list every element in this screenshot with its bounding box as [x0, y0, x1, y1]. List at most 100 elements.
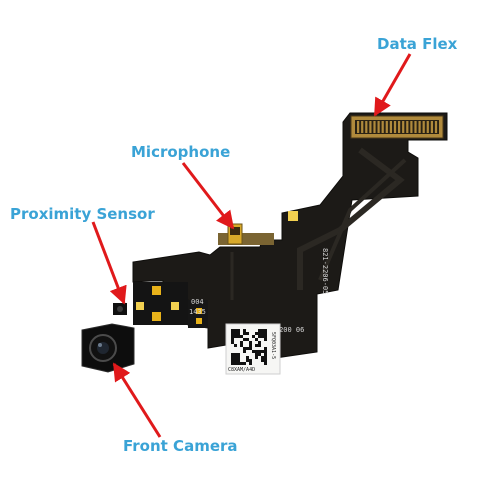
qr-cell [234, 344, 237, 347]
proximity-sensor-label: Proximity Sensor [10, 205, 155, 223]
data-flex-arrow [373, 53, 412, 117]
qr-cell [234, 332, 237, 335]
qr-cell [243, 350, 246, 353]
qr-cell [258, 335, 261, 338]
qr-cell [231, 359, 234, 362]
contact-pad [196, 308, 202, 314]
qr-cell [264, 335, 267, 338]
qr-cell [237, 332, 240, 335]
qr-cell [234, 353, 237, 356]
qr-cell [231, 338, 234, 341]
contact-pad [196, 318, 202, 324]
qr-cell [264, 332, 267, 335]
connector-pin [381, 121, 384, 133]
front-camera-arrow [112, 362, 162, 438]
qr-cell [243, 329, 246, 332]
contact-pad [152, 312, 161, 321]
qr-cell [231, 335, 234, 338]
microphone-module [230, 227, 240, 235]
qr-cell [240, 335, 243, 338]
qr-cell [255, 356, 258, 359]
qr-cell [246, 347, 249, 350]
connector-pin [398, 121, 401, 133]
qr-cell [243, 332, 246, 335]
qr-cell [243, 347, 246, 350]
qr-cell [231, 356, 234, 359]
qr-cell [255, 332, 258, 335]
data-flex-label: Data Flex [377, 35, 458, 53]
qr-cell [246, 356, 249, 359]
connector-pin [422, 121, 425, 133]
connector-pins [357, 121, 438, 133]
qr-cell [231, 341, 234, 344]
qr-cell [252, 335, 255, 338]
qr-cell [255, 353, 258, 356]
qr-cell [246, 338, 249, 341]
connector-pin [369, 121, 372, 133]
qr-cell [234, 356, 237, 359]
microphone-arrow [181, 162, 235, 230]
qr-cell [243, 338, 246, 341]
qr-cell [246, 359, 249, 362]
contact-pad [288, 211, 298, 221]
qr-cell [246, 332, 249, 335]
qr-cell [264, 353, 267, 356]
qr-cell [237, 359, 240, 362]
qr-cell [249, 344, 252, 347]
flex-cable-assembly: 004 1435 821-2206-05 821 2200 06 5FQ03A1… [81, 112, 448, 375]
qr-cell [261, 332, 264, 335]
sticker-code: C8XAM/A4D [228, 367, 255, 373]
connector-pin [406, 121, 409, 133]
connector-pin [385, 121, 388, 133]
qr-cell [231, 332, 234, 335]
qr-cell [261, 356, 264, 359]
contact-pad [171, 302, 179, 310]
connector-pin [393, 121, 397, 133]
connector-pin [434, 121, 438, 133]
qr-cell [255, 338, 258, 341]
qr-cell [255, 350, 258, 353]
qr-cell [258, 350, 261, 353]
proximity-sensor [117, 306, 123, 312]
qr-cell [249, 359, 252, 362]
qr-cell [234, 329, 237, 332]
qr-cell [261, 350, 264, 353]
qr-cell [258, 341, 261, 344]
contact-pad [136, 302, 144, 310]
connector-pin [414, 121, 417, 133]
qr-cell [264, 347, 267, 350]
connector-pin [361, 121, 364, 133]
connector-pin [377, 121, 380, 133]
qr-cell [249, 362, 252, 365]
board-marking: 1435 [189, 308, 206, 316]
qr-cell [264, 362, 267, 365]
qr-cell [261, 359, 264, 362]
board-marking: 004 [191, 298, 204, 306]
qr-cell [261, 335, 264, 338]
connector-pin [373, 121, 376, 133]
qr-cell [240, 344, 243, 347]
part-number: 821 2200 06 [258, 326, 304, 334]
microphone-label: Microphone [131, 143, 231, 161]
qr-cell [258, 344, 261, 347]
qr-cell [231, 353, 234, 356]
front-camera-lens [98, 343, 102, 347]
qr-cell [258, 329, 261, 332]
connector-pin [402, 121, 405, 133]
connector-pin [430, 121, 433, 133]
qr-cell [234, 359, 237, 362]
qr-cell [252, 350, 255, 353]
qr-code [231, 329, 267, 365]
qr-cell [237, 335, 240, 338]
sticker-code: 5FQ03A1-5 [270, 332, 276, 359]
data-flex-connector [355, 120, 439, 134]
front-camera-label: Front Camera [123, 437, 238, 455]
qr-cell [249, 341, 252, 344]
qr-cell [261, 329, 264, 332]
qr-cell [249, 347, 252, 350]
qr-cell [258, 353, 261, 356]
qr-cell [264, 350, 267, 353]
qr-cell [264, 338, 267, 341]
connector-pin [389, 121, 392, 133]
